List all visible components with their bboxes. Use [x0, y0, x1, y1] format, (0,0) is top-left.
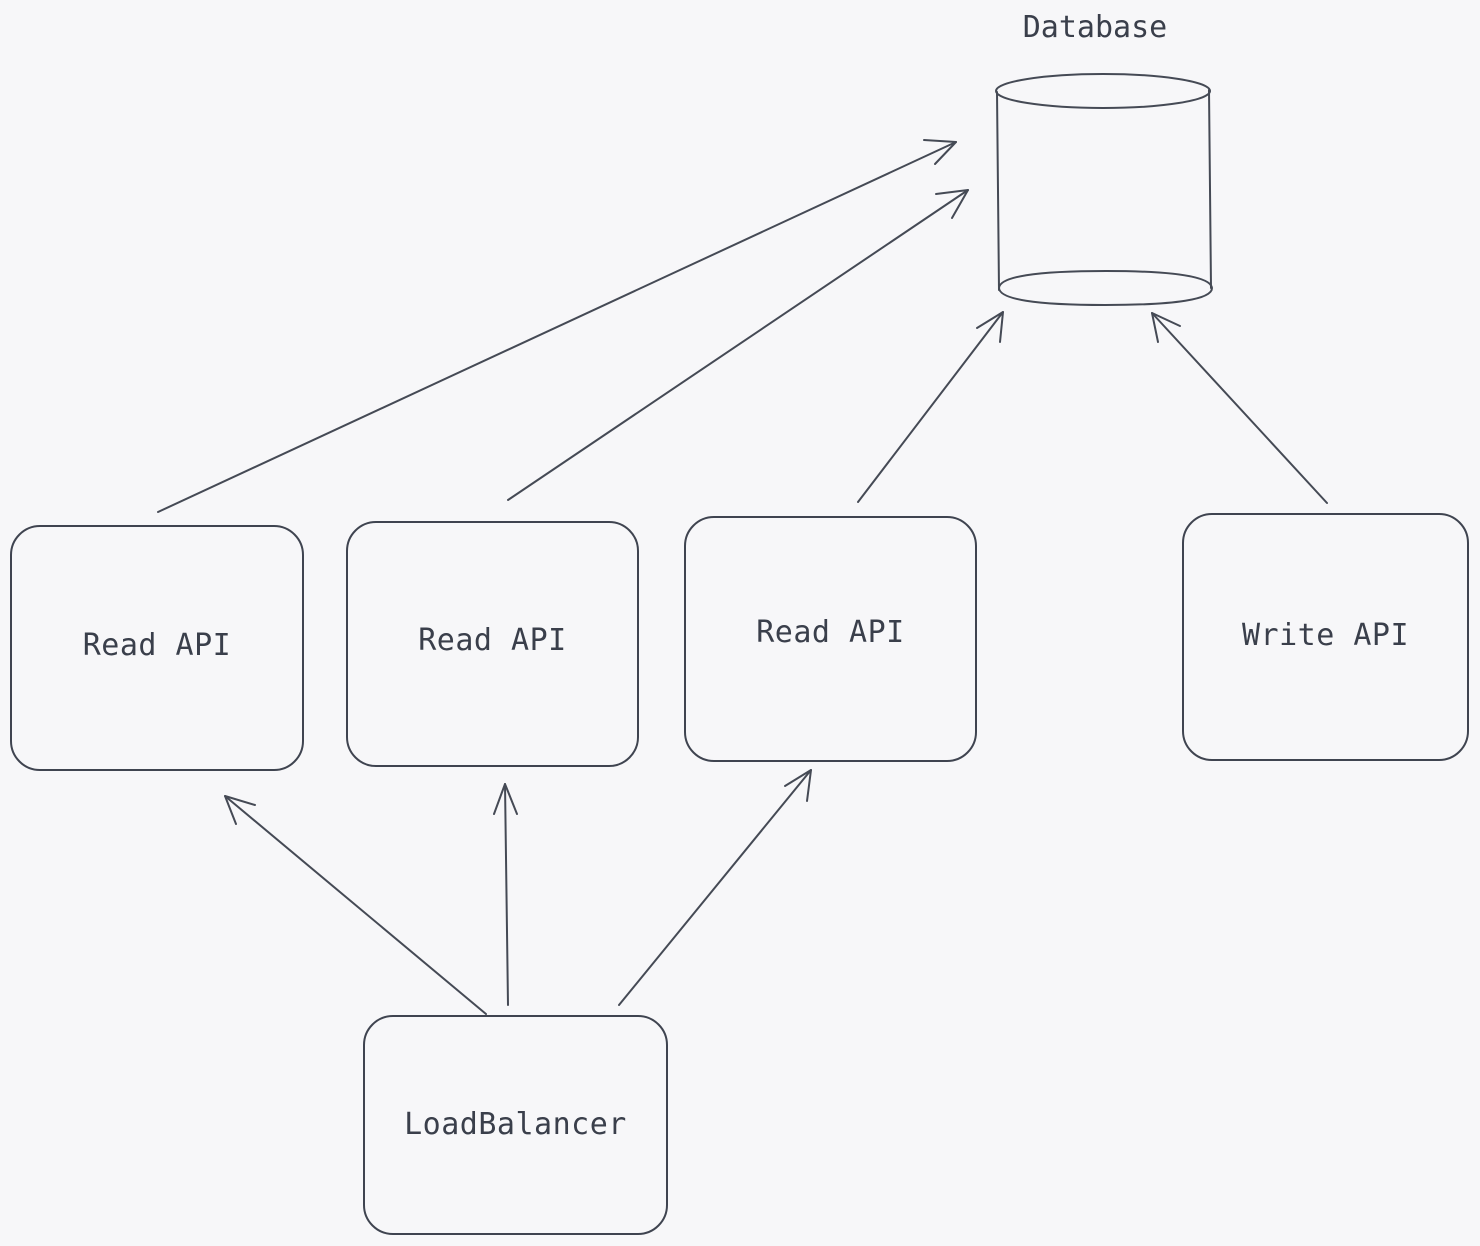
edge-load-balancer-to-read-api-2 [493, 783, 518, 1006]
database-label: Database [1022, 10, 1168, 45]
read-api-node-3[interactable]: Read API [684, 516, 977, 762]
edge-load-balancer-to-read-api-1 [224, 795, 487, 1015]
load-balancer-node-label: LoadBalancer [404, 1106, 627, 1142]
read-api-node-1[interactable]: Read API [10, 525, 304, 771]
edge-read-api-3-to-database [857, 311, 1004, 503]
edge-read-api-1-to-database [157, 139, 957, 513]
read-api-node-2-label: Read API [418, 622, 567, 658]
read-api-node-3-label: Read API [756, 614, 905, 650]
edge-write-api-to-database [1151, 312, 1328, 504]
read-api-node-2[interactable]: Read API [346, 521, 639, 767]
database-cylinder[interactable] [995, 73, 1213, 306]
edge-read-api-2-to-database [507, 189, 969, 501]
read-api-node-1-label: Read API [82, 627, 232, 663]
edge-load-balancer-to-read-api-3 [618, 769, 812, 1006]
write-api-node[interactable]: Write API [1182, 513, 1469, 761]
load-balancer-node[interactable]: LoadBalancer [363, 1015, 668, 1235]
write-api-node-label: Write API [1241, 617, 1410, 653]
